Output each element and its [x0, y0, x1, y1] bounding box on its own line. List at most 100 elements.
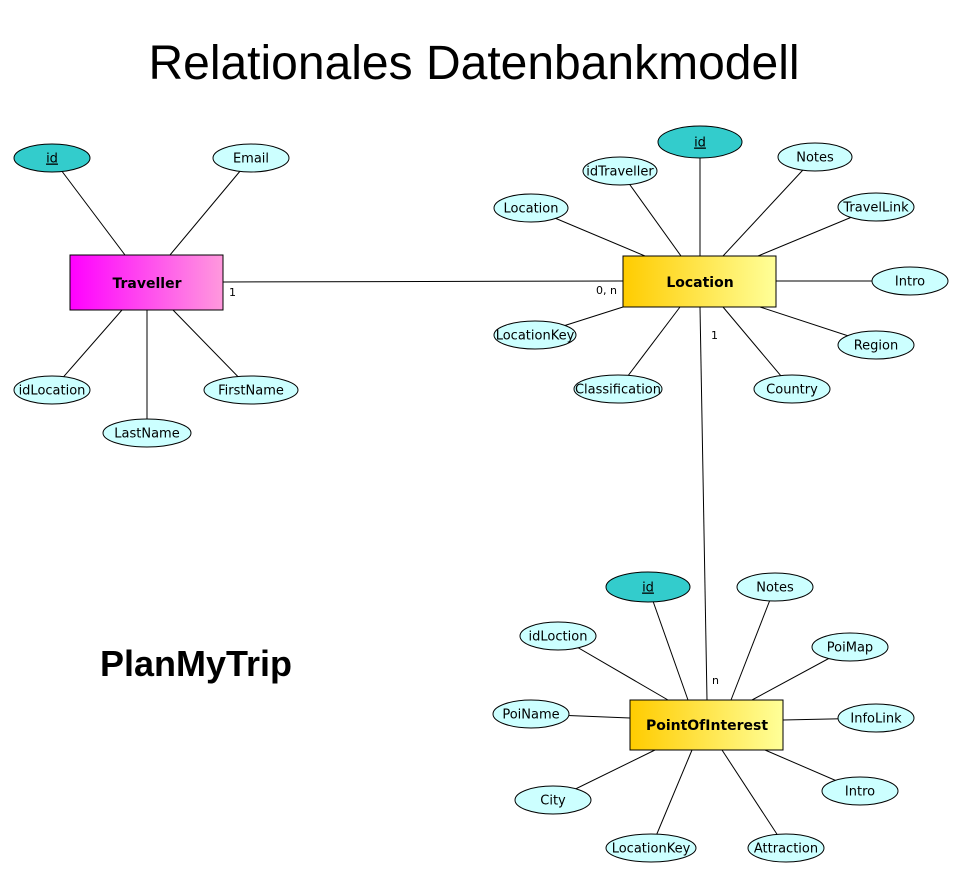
- attribute-ellipse: [837, 703, 915, 733]
- attribute-label: Email: [233, 152, 269, 167]
- cardinality-location-side: 0, n: [596, 284, 617, 297]
- attribute-ellipse: [493, 320, 577, 350]
- attribute-ellipse: [212, 143, 290, 173]
- entity-location: Location: [622, 255, 777, 308]
- relationship-line-location-poi: [699, 306, 708, 701]
- attribute-label: Notes: [796, 151, 834, 166]
- attribute-connector: [722, 156, 816, 257]
- attribute-label: id: [642, 581, 654, 596]
- attribute-connector: [619, 170, 682, 257]
- poi-attribute-idloction: idLoction: [519, 621, 597, 651]
- attribute-label: City: [540, 794, 566, 809]
- attribute-ellipse: [102, 418, 192, 448]
- attribute-label: PoiMap: [827, 641, 873, 656]
- attribute-label: LocationKey: [496, 329, 575, 344]
- attribute-ellipse: [605, 833, 697, 863]
- entity-box: [622, 255, 777, 308]
- attribute-ellipse: [837, 330, 915, 360]
- attribute-label: idLocation: [19, 384, 86, 399]
- location-attribute-classification: Classification: [573, 374, 663, 404]
- poi-attribute-intro: Intro: [821, 776, 899, 806]
- cardinalities: 1 0, n 1 n: [229, 284, 719, 687]
- location-attribute-travellink: TravelLink: [837, 192, 915, 222]
- poi-attribute-poimap: PoiMap: [811, 632, 889, 662]
- poi-attribute-locationkey: LocationKey: [605, 833, 697, 863]
- entity-box: [69, 254, 224, 311]
- poi-attribute-poiname: PoiName: [492, 699, 570, 729]
- attribute-label: InfoLink: [850, 712, 902, 727]
- attribute-label: LocationKey: [612, 842, 691, 857]
- primary-key-ellipse: [657, 125, 743, 159]
- attribute-label: Attraction: [754, 842, 818, 857]
- attribute-ellipse: [203, 375, 299, 405]
- attribute-label: Notes: [756, 581, 794, 596]
- poi-attribute-city: City: [514, 785, 592, 815]
- attribute-ellipse: [871, 266, 949, 296]
- attribute-ellipse: [821, 776, 899, 806]
- poi-attribute-id: id: [605, 571, 691, 603]
- traveller-attribute-idlocation: idLocation: [13, 375, 91, 405]
- project-name: PlanMyTrip: [100, 643, 292, 684]
- attribute-ellipse: [753, 374, 831, 404]
- attribute-connector: [51, 157, 126, 256]
- primary-key-ellipse: [605, 571, 691, 603]
- attribute-label: Intro: [845, 785, 875, 800]
- cardinality-traveller-side: 1: [229, 286, 236, 299]
- attribute-ellipse: [514, 785, 592, 815]
- location-attribute-id: id: [657, 125, 743, 159]
- attribute-ellipse: [777, 142, 853, 172]
- attribute-connector: [169, 157, 252, 256]
- attribute-label: TravelLink: [842, 201, 909, 216]
- attribute-label: PoiName: [502, 708, 559, 723]
- traveller-attribute-firstname: FirstName: [203, 375, 299, 405]
- attribute-ellipse: [492, 699, 570, 729]
- traveller-attribute-email: Email: [212, 143, 290, 173]
- location-attribute-idtraveller: idTraveller: [582, 156, 658, 186]
- entity-label: Traveller: [113, 276, 182, 292]
- attribute-ellipse: [736, 572, 814, 602]
- entity-traveller: Traveller: [69, 254, 224, 311]
- attribute-label: idTraveller: [586, 165, 654, 180]
- attribute-label: Country: [766, 383, 818, 398]
- attribute-ellipse: [582, 156, 658, 186]
- attribute-ellipse: [13, 375, 91, 405]
- attribute-label: idLoction: [529, 630, 588, 645]
- attribute-ellipse: [493, 193, 569, 223]
- attribute-connector: [730, 586, 776, 701]
- location-attribute-country: Country: [753, 374, 831, 404]
- attribute-ellipse: [747, 833, 825, 863]
- attribute-label: Classification: [575, 383, 661, 398]
- primary-key-ellipse: [13, 143, 91, 173]
- relationship-line-traveller-location: [222, 280, 624, 283]
- location-attribute-locationkey: LocationKey: [493, 320, 577, 350]
- poi-attribute-notes: Notes: [736, 572, 814, 602]
- location-attribute-notes: Notes: [777, 142, 853, 172]
- attribute-label: id: [694, 136, 706, 151]
- attribute-connector: [650, 749, 693, 849]
- entity-box: [629, 699, 784, 751]
- cardinality-location-side: 1: [711, 329, 718, 342]
- poi-attribute-attraction: Attraction: [747, 833, 825, 863]
- attribute-ellipse: [837, 192, 915, 222]
- location-attribute-location: Location: [493, 193, 569, 223]
- attribute-ellipse: [573, 374, 663, 404]
- attribute-ellipse: [519, 621, 597, 651]
- location-attribute-region: Region: [837, 330, 915, 360]
- location-attribute-intro: Intro: [871, 266, 949, 296]
- attribute-connector: [647, 586, 689, 701]
- entity-label: Location: [666, 275, 733, 291]
- attribute-label: id: [46, 152, 58, 167]
- attribute-label: FirstName: [218, 384, 284, 399]
- attribute-label: Location: [504, 202, 559, 217]
- entity-label: PointOfInterest: [646, 718, 768, 734]
- attribute-connector: [721, 749, 787, 849]
- traveller-attribute-lastname: LastName: [102, 418, 192, 448]
- poi-attribute-infolink: InfoLink: [837, 703, 915, 733]
- cardinality-poi-side: n: [712, 674, 719, 687]
- attribute-label: Region: [854, 339, 899, 354]
- entity-poi: PointOfInterest: [629, 699, 784, 751]
- attribute-ellipse: [811, 632, 889, 662]
- attribute-label: Intro: [895, 275, 925, 290]
